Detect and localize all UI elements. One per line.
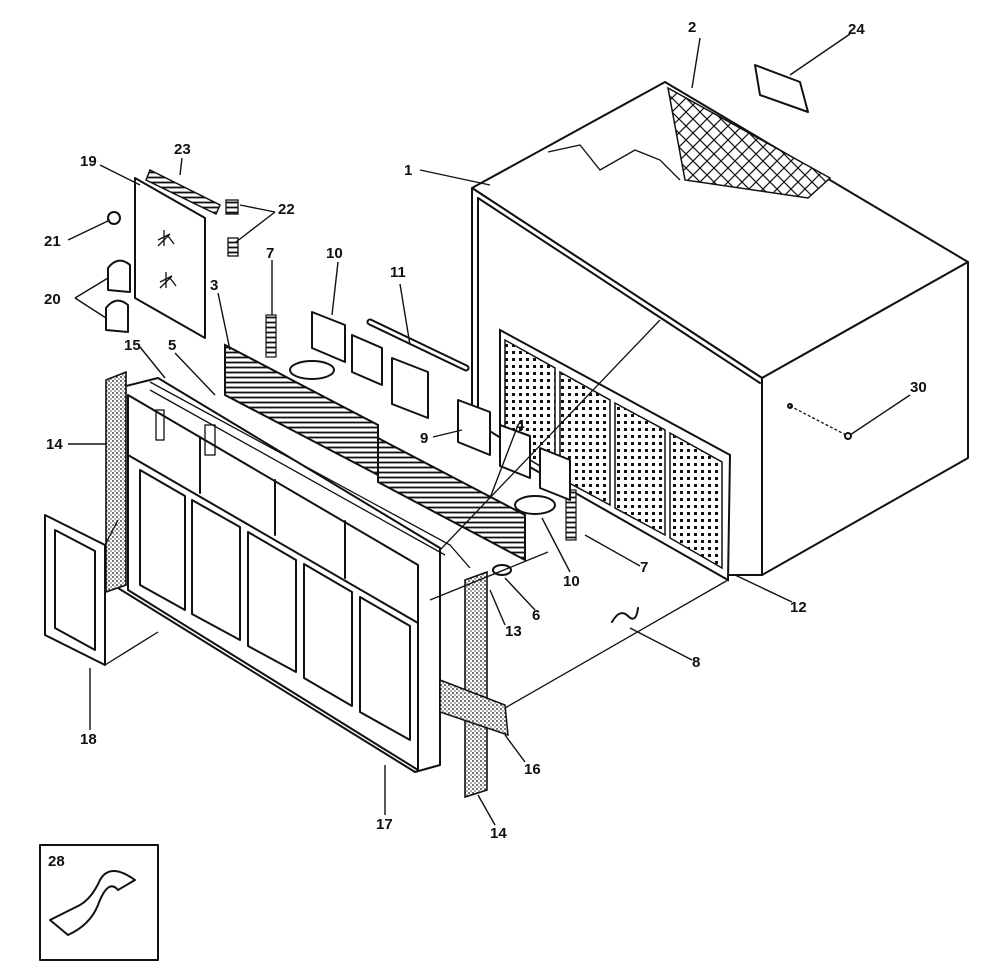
assembly-guides: [104, 319, 729, 709]
callout-20: 20: [44, 291, 61, 308]
control-knob: [107, 259, 131, 293]
support-bracket: [439, 678, 509, 737]
clip: [611, 607, 639, 623]
callout-24: 24: [848, 21, 865, 38]
callout-6: 6: [532, 607, 540, 624]
callout-2: 2: [688, 19, 696, 36]
callout-30: 30: [910, 379, 927, 396]
callout-leaders: [67, 33, 911, 826]
connector: [225, 199, 239, 215]
callout-10b: 10: [563, 573, 580, 590]
callout-labels: 1 2 3 4 5 6 7 7 8 9 10 10 11 12 13 14 14…: [44, 19, 927, 870]
callout-28: 28: [48, 853, 65, 870]
callout-14b: 14: [490, 825, 507, 842]
callout-1: 1: [404, 162, 412, 179]
callout-15: 15: [124, 337, 141, 354]
small-knob: [107, 211, 121, 225]
insulation-panel: [666, 86, 832, 199]
callout-11: 11: [390, 264, 406, 281]
callout-22: 22: [278, 201, 295, 218]
callout-7b: 7: [640, 559, 648, 576]
callout-12: 12: [790, 599, 807, 616]
callout-7a: 7: [266, 245, 274, 262]
callout-19: 19: [80, 153, 97, 170]
callout-18: 18: [80, 731, 97, 748]
control-panel: [134, 177, 206, 339]
front-frame: [117, 377, 471, 773]
connector: [227, 237, 239, 257]
callout-5: 5: [168, 337, 176, 354]
callout-17: 17: [376, 816, 393, 833]
callout-3: 3: [210, 277, 218, 294]
callout-21: 21: [44, 233, 61, 250]
control-knob: [105, 299, 129, 333]
refrigerant-tube: [366, 318, 470, 372]
inset-box: [39, 844, 159, 961]
callout-14a: 14: [46, 436, 63, 453]
callout-4: 4: [516, 417, 525, 434]
spring: [265, 314, 277, 358]
air-filter: [44, 514, 106, 666]
callout-9: 9: [420, 430, 428, 447]
callout-13: 13: [505, 623, 522, 640]
blower-assembly: [289, 311, 571, 515]
rear-grille: [499, 328, 732, 582]
callout-10a: 10: [326, 245, 343, 262]
callout-23: 23: [174, 141, 191, 158]
label-plate: [754, 64, 809, 113]
condenser-coil: [377, 436, 526, 562]
selector-switch: [145, 168, 221, 216]
side-seal-right: [464, 570, 488, 799]
side-seal-left: [105, 370, 127, 594]
callout-16: 16: [524, 761, 541, 778]
callout-8: 8: [692, 654, 700, 671]
